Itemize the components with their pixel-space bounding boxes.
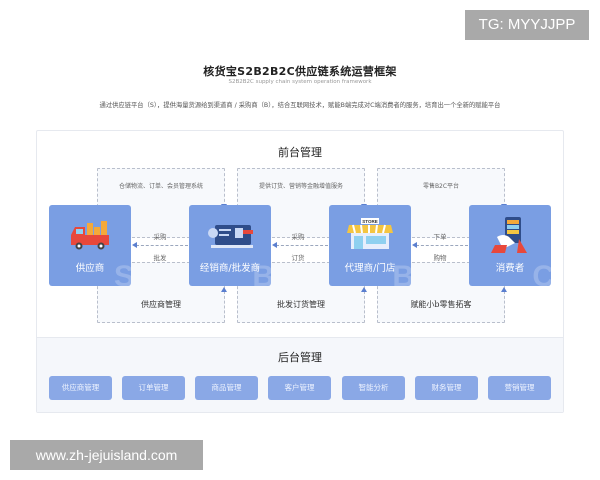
truck-icon bbox=[71, 221, 109, 250]
node-consumer: C 消费者 bbox=[469, 205, 551, 286]
order-mgmt-button[interactable]: 订单管理 bbox=[122, 376, 185, 400]
flow-line bbox=[416, 245, 468, 246]
flow-line bbox=[136, 245, 188, 246]
arrow-left-icon bbox=[272, 242, 277, 248]
top-box-label: 仓储物流、订单、会员管理系统 bbox=[118, 183, 203, 190]
store-icon: STORE bbox=[347, 218, 393, 249]
bottom-box-label: 供应商管理 bbox=[141, 300, 181, 309]
flow-label-top: 采购 bbox=[153, 233, 167, 241]
arrow-left-icon bbox=[132, 242, 137, 248]
top-box-label: 提供订货、营销等金融增值服务 bbox=[258, 183, 343, 190]
pos-terminal-icon bbox=[208, 225, 253, 248]
front-office-title: 前台管理 bbox=[278, 146, 322, 159]
node-distributor: B 经销商/批发商 bbox=[189, 205, 271, 286]
flow-label-bottom: 购物 bbox=[433, 254, 447, 262]
node-label: 代理商/门店 bbox=[344, 263, 396, 274]
node-store: STORE B 代理商/门店 bbox=[329, 205, 411, 286]
node-watermark-letter: B bbox=[392, 260, 411, 286]
node-watermark-letter: C bbox=[532, 260, 551, 286]
watermark-top: TG: MYYJJPP bbox=[465, 10, 589, 40]
arrow-left-icon bbox=[412, 242, 417, 248]
back-office-title: 后台管理 bbox=[278, 351, 322, 364]
flow-label-bottom: 批发 bbox=[153, 254, 167, 262]
finance-mgmt-button[interactable]: 财务管理 bbox=[415, 376, 478, 400]
node-label: 经销商/批发商 bbox=[199, 263, 261, 274]
customer-mgmt-button[interactable]: 客户管理 bbox=[268, 376, 331, 400]
flow-line bbox=[276, 245, 328, 246]
node-label: 供应商 bbox=[75, 263, 105, 274]
marketing-mgmt-button[interactable]: 营销管理 bbox=[488, 376, 551, 400]
intro-text: 通过供应链平台（S），提供海量货源给到渠道商 / 采购商（B），结合互联网技术，… bbox=[99, 102, 501, 109]
page-subtitle: S2B2B2C supply chain system operation fr… bbox=[228, 79, 372, 85]
node-watermark-letter: S bbox=[113, 260, 131, 286]
product-mgmt-button[interactable]: 商品管理 bbox=[195, 376, 258, 400]
arrow-up-icon bbox=[221, 287, 227, 292]
svg-text:STORE: STORE bbox=[362, 219, 377, 224]
arrow-up-icon bbox=[361, 287, 367, 292]
flow-label-top: 采购 bbox=[291, 233, 305, 241]
supplier-mgmt-button[interactable]: 供应商管理 bbox=[49, 376, 112, 400]
bottom-box-label: 批发订货管理 bbox=[277, 300, 325, 309]
smart-analysis-button[interactable]: 智能分析 bbox=[342, 376, 405, 400]
flow-label-bottom: 订货 bbox=[291, 254, 305, 262]
bottom-box-label: 赋能小b零售拓客 bbox=[410, 300, 472, 309]
top-box-label: 零售B2C平台 bbox=[422, 183, 460, 190]
page-title: 核货宝S2B2B2C供应链系统运营框架 bbox=[203, 65, 397, 78]
flow-label-top: 下单 bbox=[433, 233, 447, 241]
node-label: 消费者 bbox=[495, 263, 525, 274]
watermark-bottom: www.zh-jejuisland.com bbox=[10, 440, 203, 470]
arrow-up-icon bbox=[501, 287, 507, 292]
node-supplier: S 供应商 bbox=[49, 205, 131, 286]
node-watermark-letter: B bbox=[252, 260, 271, 286]
mobile-phone-icon bbox=[491, 217, 527, 253]
